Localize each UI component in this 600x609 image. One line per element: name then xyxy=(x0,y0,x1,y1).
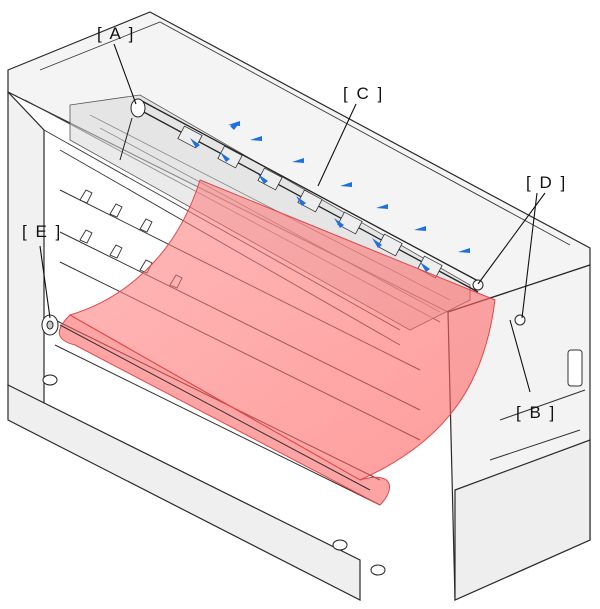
blue-press-arrow-icon xyxy=(190,121,470,272)
release-lever xyxy=(119,98,146,161)
callout-b: [ B ] xyxy=(516,403,557,422)
callout-e: [ E ] xyxy=(22,222,63,241)
cabinet-details xyxy=(489,349,586,461)
callout-a: [ A ] xyxy=(97,24,136,43)
casters xyxy=(42,374,386,576)
paper-sheet xyxy=(58,179,496,506)
callout-c: [ C ] xyxy=(343,84,385,103)
callout-d: [ D ] xyxy=(526,173,568,192)
paper-holder-knob xyxy=(41,314,59,336)
front-roller xyxy=(59,324,371,491)
rail-clips xyxy=(177,125,443,279)
leader-lines xyxy=(39,43,546,393)
side-latches xyxy=(472,279,526,326)
